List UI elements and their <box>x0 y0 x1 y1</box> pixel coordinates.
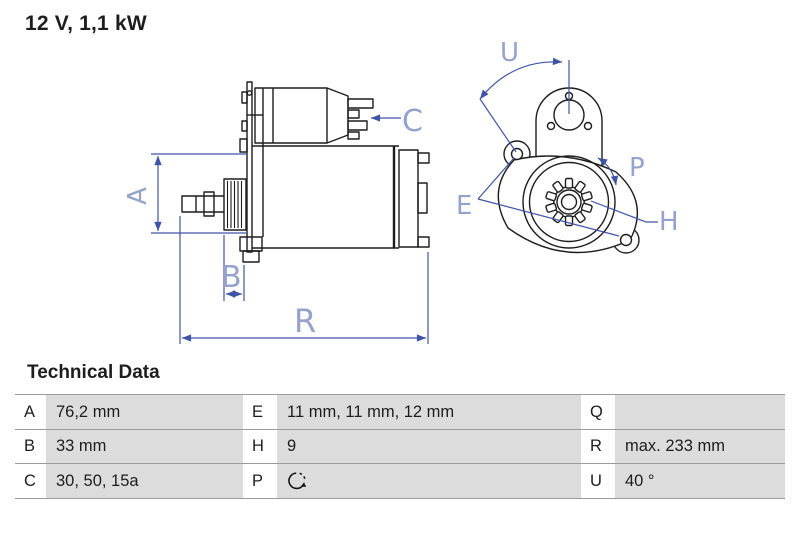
dimension-labels: A B R C U E P H <box>123 38 679 340</box>
dimension-p-arrow <box>597 157 619 186</box>
param-value-b: 33 mm <box>46 429 243 464</box>
label-r: R <box>294 302 316 340</box>
technical-data-table: A 76,2 mm E 11 mm, 11 mm, 12 mm Q B 33 m… <box>15 394 785 499</box>
label-u: U <box>500 38 519 68</box>
dimension-u <box>479 57 570 153</box>
dimension-e <box>477 157 620 237</box>
technical-data-heading: Technical Data <box>27 362 160 383</box>
param-key-a: A <box>15 395 46 429</box>
param-value-u: 40 ° <box>615 464 785 498</box>
side-view <box>181 81 430 263</box>
solenoid <box>254 87 374 144</box>
dimension-a <box>151 153 247 234</box>
dimension-lines-side <box>151 114 429 344</box>
param-key-u: U <box>581 464 615 498</box>
page-title: 12 V, 1,1 kW <box>25 12 147 35</box>
param-value-c: 30, 50, 15a <box>46 464 243 498</box>
param-value-q <box>615 395 785 429</box>
motor-body <box>252 145 430 249</box>
param-key-h: H <box>243 429 277 464</box>
starter-motor-drawing: A B R C U E P H <box>123 38 679 344</box>
dimension-r <box>179 216 429 344</box>
dimension-lines-end <box>477 57 658 237</box>
label-p: P <box>629 153 645 183</box>
param-value-h: 9 <box>277 429 581 464</box>
param-value-e: 11 mm, 11 mm, 12 mm <box>277 395 581 429</box>
param-key-b: B <box>15 429 46 464</box>
param-value-r: max. 233 mm <box>615 429 785 464</box>
table-row: B 33 mm H 9 R max. 233 mm <box>15 428 785 464</box>
param-value-p <box>277 464 581 498</box>
label-a: A <box>123 187 153 205</box>
drive-shaft <box>181 191 224 217</box>
param-key-r: R <box>581 429 615 464</box>
table-row: C 30, 50, 15a P U 40 ° <box>15 463 785 498</box>
label-e: E <box>456 191 472 221</box>
param-key-q: Q <box>581 395 615 429</box>
pinion-side <box>223 178 247 231</box>
pinion-gear-front <box>545 177 593 227</box>
param-key-e: E <box>243 395 277 429</box>
label-c: C <box>402 104 423 139</box>
param-key-p: P <box>243 464 277 498</box>
drive-end-bracket <box>239 81 264 263</box>
label-h: H <box>659 207 679 237</box>
table-row: A 76,2 mm E 11 mm, 11 mm, 12 mm Q <box>15 394 785 429</box>
param-value-a: 76,2 mm <box>46 395 243 429</box>
param-key-c: C <box>15 464 46 498</box>
label-b: B <box>221 260 242 295</box>
dimension-b <box>223 235 245 301</box>
dimension-h <box>590 200 658 223</box>
clockwise-rotation-icon <box>288 472 307 490</box>
